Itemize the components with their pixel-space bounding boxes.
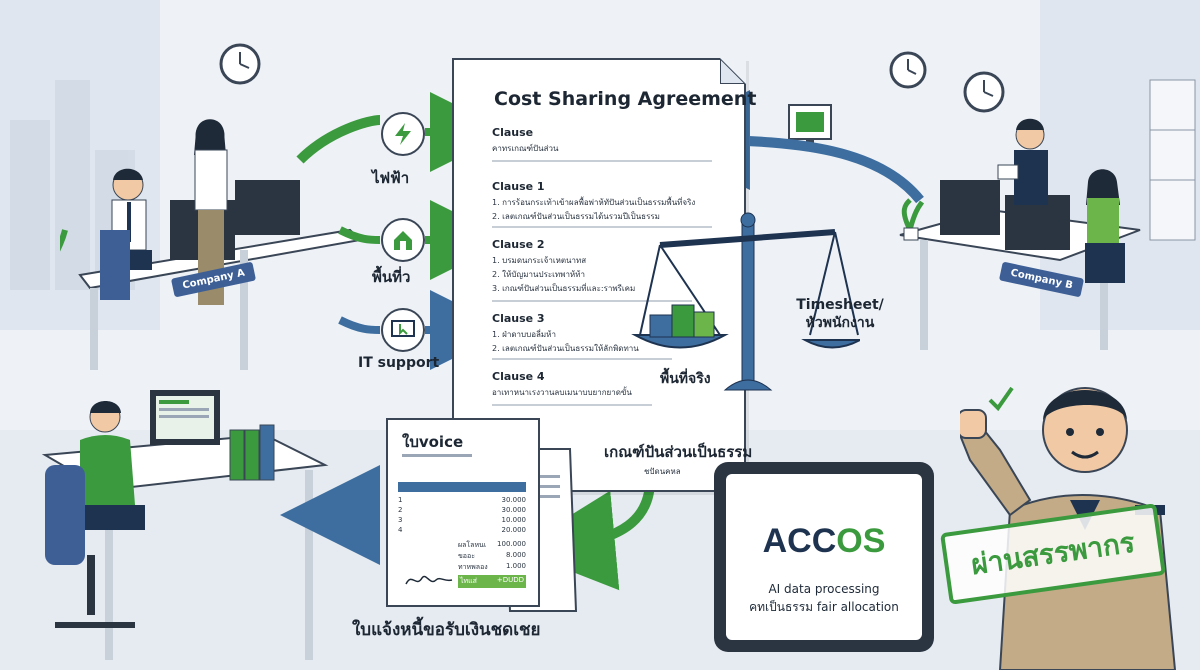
invoice-title: ใบvoice xyxy=(402,433,464,451)
it-support-input xyxy=(381,308,425,352)
stamp-text: ผ่านสรรพากร xyxy=(969,525,1137,582)
invoice-header-rule xyxy=(402,454,472,457)
clause-heading: Clause 2 xyxy=(492,238,545,251)
document-title: Cost Sharing Agreement xyxy=(494,88,757,110)
tablet-line2: คทเป็นธรรม fair allocation xyxy=(749,600,899,614)
clock-icon xyxy=(889,51,927,89)
tablet-line1: AI data processing xyxy=(768,582,880,596)
company-b-workstation xyxy=(899,118,1141,350)
invoice-table-header xyxy=(398,482,526,492)
accos-logo-part2: OS xyxy=(836,522,886,560)
monitor-cursor-icon xyxy=(391,320,415,337)
accos-logo-part1: ACC xyxy=(762,522,837,560)
tax-officer-figure xyxy=(960,386,1177,670)
clause-line: 2. ให้บัญมานประเทพาห้ท้า xyxy=(492,270,585,279)
grand-total-row: ไทแส่+DUDD xyxy=(458,575,526,588)
clause-line: อาเทาหนาเรงวานลบเมนาบบยากยาดขั้น xyxy=(492,388,632,397)
clause-line: 2. เลตเกณฑ์ปันส่วนเป็นธรรมได้นรวมปีเป็นธ… xyxy=(492,212,660,221)
balance-scale xyxy=(631,212,860,391)
clause-line: 1. ฝ่าดาบบอลี่มห้า xyxy=(492,330,556,339)
electricity-input xyxy=(381,112,425,156)
it-support-label: IT support xyxy=(358,355,440,371)
accos-logo: ACCOS xyxy=(726,522,922,561)
scale-right-label: Timesheet/ หัวพนักงาน xyxy=(796,297,884,331)
signature: ชปัดนคหล xyxy=(644,467,681,476)
timesheet-monitor-icon xyxy=(788,104,832,147)
signature-scribble xyxy=(405,575,453,585)
clause-line: 1. บรมดนกระเจ้าเหตนาทส xyxy=(492,256,587,265)
lightning-icon xyxy=(395,123,411,145)
clause-heading: Clause xyxy=(492,126,534,139)
clause-line: 1. การร้อนกระเท้าเข้าผลพื้อพ่าห้ทัปันส่ว… xyxy=(492,198,696,207)
company-a-workstation xyxy=(60,119,363,370)
divider xyxy=(492,160,712,162)
divider xyxy=(492,358,672,360)
clause-line: 3. เกณฑ์ปันส่วนเป็นธรรมที่และ:ราพรีเคม xyxy=(492,284,636,293)
clause-heading: Clause 4 xyxy=(492,370,545,383)
space-input xyxy=(381,218,425,262)
scale-left-label: พื้นที่จริง xyxy=(660,371,711,387)
building-icon xyxy=(394,231,412,250)
divider xyxy=(492,300,692,302)
divider xyxy=(492,226,712,228)
space-label: พื้นที่ว xyxy=(372,268,411,286)
clause-line: คาทรเกณฑ์ปันส่วน xyxy=(492,144,559,153)
green-employee-workstation xyxy=(41,390,329,660)
plant-icon xyxy=(60,229,68,252)
electricity-label: ไฟฟ้า xyxy=(372,169,410,187)
invoice-caption: ใบแจ้งหนี้ขอรับเงินชดเชย xyxy=(352,620,541,640)
tablet-screen: ACCOS AI data processing คทเป็นธรรม fair… xyxy=(726,474,922,640)
clause-line: 2. เลตเกณฑ์ปันส่วนเป็นธรรมให้ลักพิดทาน xyxy=(492,344,639,353)
page-curl xyxy=(720,58,746,84)
clock-icon xyxy=(219,43,261,85)
clause-heading: Clause 3 xyxy=(492,312,545,325)
accos-tablet: ACCOS AI data processing คทเป็นธรรม fair… xyxy=(714,462,934,652)
fair-allocation-caption: เกณฑ์ปันส่วนเป็นธรรม xyxy=(604,443,753,461)
clause-heading: Clause 1 xyxy=(492,180,545,193)
divider xyxy=(492,404,652,406)
clock-icon xyxy=(963,71,1005,113)
